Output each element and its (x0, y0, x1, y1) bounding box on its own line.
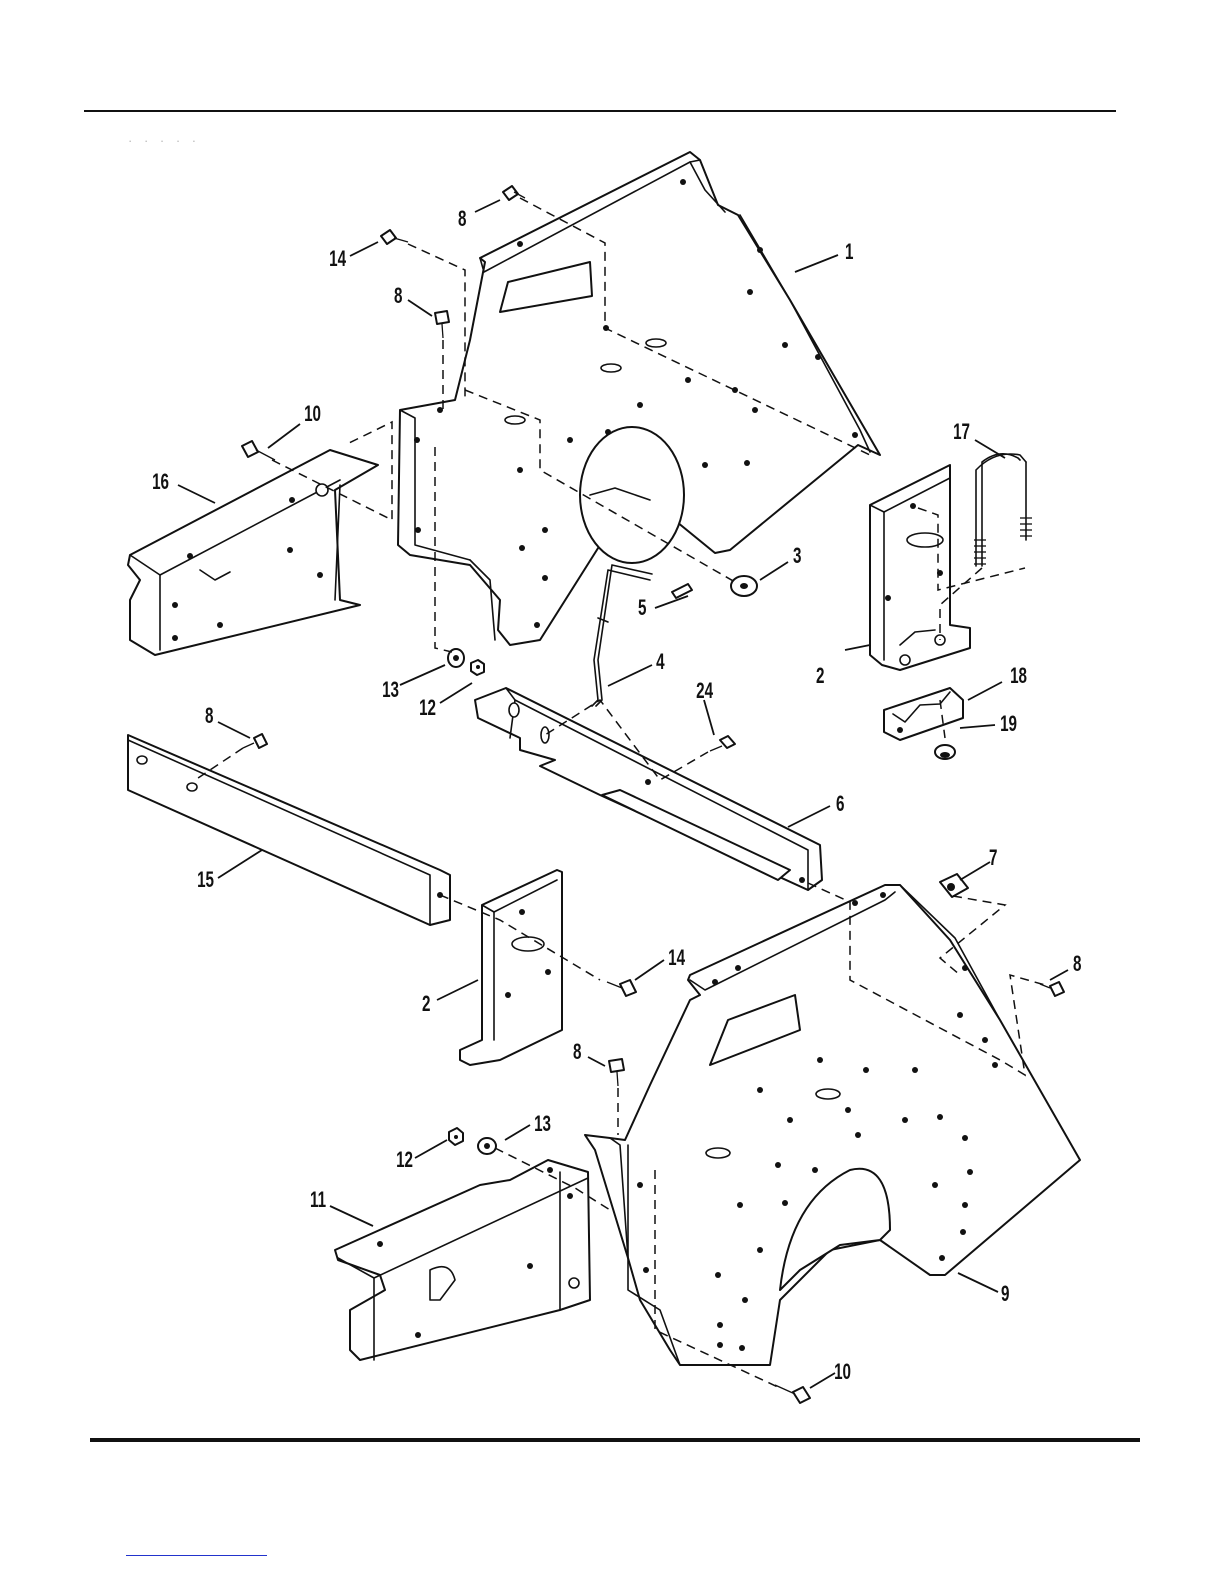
callout-13-lower: 13 (534, 1111, 551, 1135)
part-3-washer (731, 576, 757, 596)
part-2-bracket-center (460, 870, 562, 1065)
bolt-8-top (503, 186, 525, 200)
bolt-8-vertical (435, 311, 449, 338)
callout-8-lower: 8 (573, 1039, 581, 1063)
callout-1: 1 (845, 239, 853, 263)
bolt-8-right (1040, 982, 1064, 996)
callout-6: 6 (836, 791, 844, 815)
part-2-bracket-right (870, 465, 970, 670)
part-19-nut (935, 745, 955, 759)
callout-19: 19 (1000, 711, 1017, 735)
footer-link-underline[interactable] (126, 1555, 267, 1556)
callout-10-bottom: 10 (834, 1359, 851, 1383)
part-17-u-bolt (974, 454, 1032, 566)
callout-15: 15 (197, 867, 214, 891)
bolt-14-center (607, 980, 636, 996)
callout-5: 5 (638, 595, 646, 619)
footer-rule (90, 1438, 1140, 1442)
callout-8-mid-left: 8 (205, 703, 213, 727)
bolt-14-top (381, 230, 408, 244)
nut-12-lower (449, 1128, 463, 1145)
callout-16: 16 (152, 469, 169, 493)
washer-13-lower (478, 1138, 496, 1154)
callout-4: 4 (656, 649, 665, 673)
part-11-channel (335, 1160, 590, 1360)
part-6-cross-bar (475, 688, 822, 890)
bolt-10-bottom (775, 1385, 810, 1403)
callout-3: 3 (793, 543, 801, 567)
callout-24: 24 (696, 678, 713, 702)
callout-10-top: 10 (304, 401, 321, 425)
callout-7: 7 (989, 845, 997, 869)
callout-8-right: 8 (1073, 951, 1081, 975)
callout-12-top: 12 (419, 695, 436, 719)
bolt-8-lower (609, 1059, 624, 1086)
part-4-rod (592, 565, 652, 706)
callout-11: 11 (310, 1187, 326, 1211)
callout-17: 17 (953, 419, 970, 443)
callout-2-center: 2 (422, 991, 430, 1015)
callout-14-top: 14 (329, 246, 346, 270)
callout-14-center: 14 (668, 945, 685, 969)
callout-18: 18 (1010, 663, 1027, 687)
bolt-10-top (242, 441, 275, 460)
part-18-clip (884, 688, 963, 740)
callout-12-lower: 12 (396, 1147, 413, 1171)
part-5-pin (672, 584, 692, 598)
plate-1-wheel-cutout (580, 427, 684, 563)
nut-12-top (471, 660, 484, 675)
part-15-long-bar (128, 735, 450, 925)
callout-13-top: 13 (382, 677, 399, 701)
callout-8-top: 8 (458, 206, 466, 230)
callout-9: 9 (1001, 1281, 1009, 1305)
callout-2-right: 2 (816, 663, 824, 687)
callout-8-vertical: 8 (394, 283, 402, 307)
bolt-24 (710, 736, 735, 751)
